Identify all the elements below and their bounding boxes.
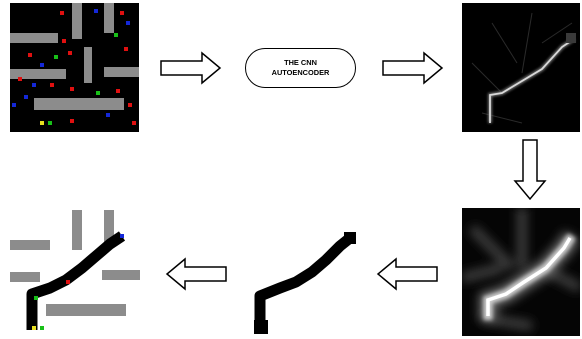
arrow-down	[513, 139, 547, 201]
map-point	[50, 83, 54, 87]
map-point	[132, 121, 136, 125]
map-point	[18, 77, 22, 81]
map-point	[106, 113, 110, 117]
obstacle	[72, 3, 82, 39]
map-point	[48, 121, 52, 125]
map-point	[32, 326, 36, 330]
obstacle	[46, 304, 126, 316]
map-point	[120, 11, 124, 15]
input-map-image	[10, 3, 139, 132]
map-point	[32, 83, 36, 87]
map-point	[60, 11, 64, 15]
map-point	[70, 119, 74, 123]
cnn-autoencoder-node: THE CNN AUTOENCODER	[245, 48, 356, 88]
map-point	[128, 103, 132, 107]
map-point	[96, 91, 100, 95]
arrow-left-icon	[376, 257, 438, 291]
enhanced-output-image	[462, 208, 580, 336]
map-point	[66, 280, 70, 284]
raw-output-panel	[462, 3, 580, 132]
obstacle	[104, 67, 139, 77]
arrow-right-1	[160, 51, 222, 85]
binary-path-image	[254, 232, 356, 334]
autoencoder-label-line1: THE CNN	[284, 58, 317, 67]
map-point	[62, 39, 66, 43]
map-point	[40, 326, 44, 330]
map-point	[124, 47, 128, 51]
enhanced-output-panel	[462, 208, 580, 336]
obstacle	[10, 240, 50, 250]
map-point	[40, 121, 44, 125]
path-overlay-panel	[10, 210, 140, 336]
map-point	[120, 234, 124, 238]
arrow-left-1	[376, 257, 438, 291]
map-point	[24, 95, 28, 99]
planned-path	[26, 231, 126, 330]
map-point	[114, 33, 118, 37]
raw-output-image	[462, 3, 580, 132]
map-point	[40, 63, 44, 67]
map-point	[12, 103, 16, 107]
path-overlay-image	[10, 210, 140, 330]
map-point	[70, 87, 74, 91]
map-point	[68, 51, 72, 55]
map-point	[34, 296, 38, 300]
input-map-panel	[10, 3, 139, 132]
obstacle	[10, 69, 66, 79]
autoencoder-label-line2: AUTOENCODER	[271, 68, 330, 77]
obstacle	[102, 270, 140, 280]
obstacle	[104, 210, 114, 244]
obstacle	[84, 47, 92, 83]
map-point	[116, 89, 120, 93]
map-point	[94, 9, 98, 13]
arrow-right-icon	[160, 51, 222, 85]
arrow-left-2	[165, 257, 227, 291]
obstacle	[10, 33, 58, 43]
arrow-right-2	[382, 51, 444, 85]
arrow-down-icon	[513, 139, 547, 201]
binary-path-panel	[250, 228, 362, 338]
obstacle	[104, 3, 114, 33]
obstacle	[10, 272, 40, 282]
obstacle	[34, 98, 124, 110]
map-point	[54, 55, 58, 59]
obstacle	[72, 210, 82, 250]
arrow-left-icon	[165, 257, 227, 291]
arrow-right-icon	[382, 51, 444, 85]
map-point	[126, 21, 130, 25]
map-point	[28, 53, 32, 57]
